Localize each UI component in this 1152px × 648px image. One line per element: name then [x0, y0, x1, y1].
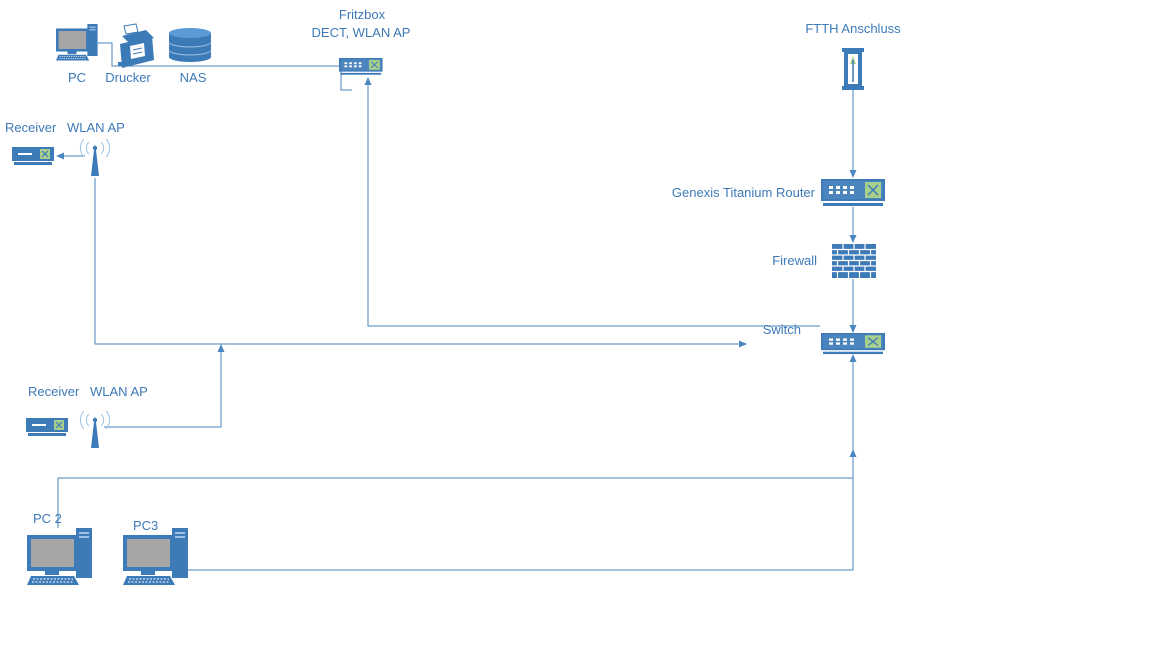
genexis-label: Genexis Titanium Router [671, 185, 815, 200]
pc2-label: PC 2 [33, 511, 62, 526]
fiber-termination-icon [842, 48, 864, 90]
wireless-antenna-icon [79, 138, 111, 177]
connections [56, 42, 857, 571]
edge-switch-fritzbox [364, 77, 820, 327]
pc3-label: PC3 [133, 518, 159, 533]
firewall-brick-icon [832, 244, 876, 278]
receiver2-label: Receiver [28, 384, 80, 399]
receiver-box-icon [11, 146, 55, 166]
edge-wlan1-switch [94, 178, 747, 348]
edge-pc2-switch [57, 449, 857, 528]
wlan-ap2-label: WLAN AP [90, 384, 148, 399]
desktop-pc-icon [26, 527, 93, 586]
desktop-pc-icon [122, 527, 189, 586]
router-icon [820, 178, 886, 207]
wireless-antenna-icon [79, 410, 111, 449]
nas-storage-icon [168, 28, 212, 62]
pc-label: PC [67, 70, 87, 85]
fritzbox-label: Fritzbox [338, 7, 386, 22]
drucker-label: Drucker [105, 70, 151, 85]
edge-pc-fritzbox [98, 42, 341, 67]
edge-wlan2-switch [104, 344, 225, 428]
switch-icon [820, 332, 886, 355]
router-icon [338, 57, 384, 76]
desktop-pc-icon [55, 23, 98, 61]
ftth-label: FTTH Anschluss [805, 21, 901, 36]
edge-pc3-switch [186, 354, 857, 571]
receiver-box-icon [25, 417, 69, 437]
receiver1-label: Receiver [5, 120, 57, 135]
printer-icon [118, 23, 154, 68]
firewall-label: Firewall [772, 253, 817, 268]
fritzbox-sublabel: DECT, WLAN AP [311, 25, 411, 40]
switch-label: Switch [762, 322, 801, 337]
nas-label: NAS [179, 70, 207, 85]
wlan-ap1-label: WLAN AP [67, 120, 125, 135]
